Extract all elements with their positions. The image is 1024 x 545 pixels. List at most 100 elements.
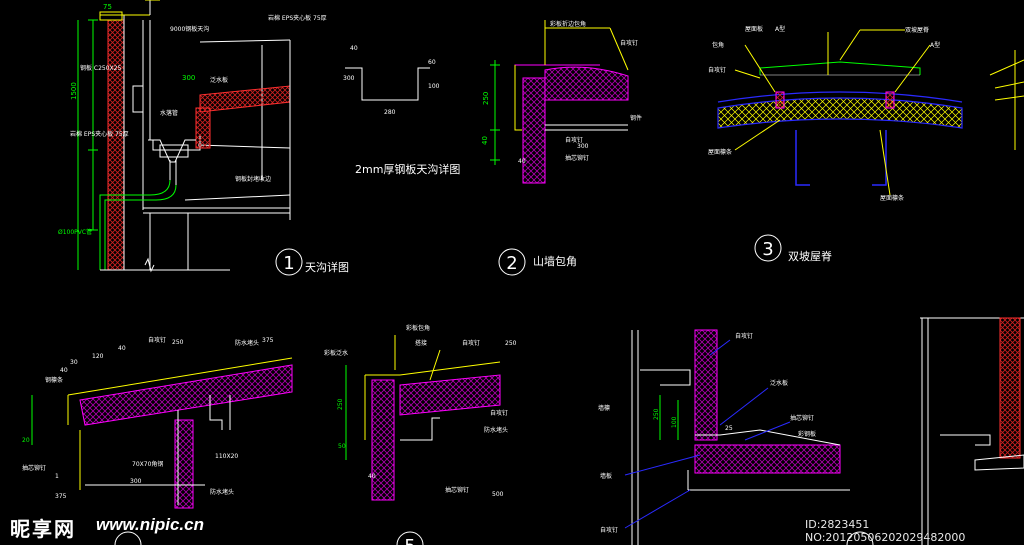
detail-6-label: 墙板: [600, 472, 612, 480]
detail-2-label: 自攻钉: [565, 136, 583, 144]
gutter-dim: 300: [343, 75, 355, 82]
detail-6-dim: 100: [671, 416, 678, 428]
detail-1-label: 水落管: [160, 109, 178, 117]
detail-2-dim: 40: [481, 136, 489, 145]
detail-1-dim-text: 75: [103, 3, 112, 11]
detail-5-dim: 50: [338, 443, 346, 450]
detail-6-dim: 250: [653, 408, 660, 420]
detail-4-label: 防水堵头: [235, 339, 259, 347]
detail-6-label: 自攻钉: [600, 526, 618, 534]
detail-5-dim: 40: [368, 473, 376, 480]
detail-4-dim: 300: [130, 478, 142, 485]
detail-1-label: 钢板封堵收边: [235, 175, 271, 183]
detail-4-dim: 20: [22, 437, 30, 444]
detail-3-roof-panel: [717, 97, 963, 129]
detail-2-label: 钢件: [630, 114, 642, 122]
detail-3-ridge: 屋面板 A型 双坡屋脊 包角 A型 自攻钉 屋面檩条 屋面檩条 3 双坡屋脊: [708, 25, 1024, 263]
detail-2-roof-panel: [544, 66, 629, 101]
detail-4-label: 钢檩条: [45, 376, 63, 384]
detail-1-title: 天沟详图: [305, 260, 349, 274]
detail-6-label: 自攻钉: [735, 332, 753, 340]
gutter-profile: 40 300 60 100 280 2mm厚钢板天沟详图: [343, 45, 460, 176]
detail-1-dim-text: 300: [182, 74, 195, 82]
detail-1-label: 泛水板: [210, 76, 228, 84]
watermark-url: www.nipic.cn: [96, 515, 204, 534]
detail-2-number: 2: [506, 253, 517, 274]
detail-3-label: 自攻钉: [708, 66, 726, 74]
detail-4-dim: 40: [60, 367, 68, 374]
detail-6-label: 泛水板: [770, 379, 788, 387]
detail-4-label: 70X70角钢: [132, 460, 163, 468]
detail-5-label: 抽芯铆钉: [445, 486, 469, 494]
detail-2-dim: 40: [518, 158, 526, 165]
detail-3-label: 屋面檩条: [880, 194, 904, 202]
detail-1-label: 岩棉 EPS夹心板 75厚: [70, 130, 129, 138]
detail-2-wall-panel: [522, 77, 546, 184]
gutter-dim: 100: [428, 83, 440, 90]
detail-1-number: 1: [283, 253, 294, 274]
detail-5-label: 防水堵头: [484, 426, 508, 434]
watermark-logo: 昵享网: [10, 519, 76, 541]
detail-5-gable-eave: 250 40 250 500 50 彩板包角 搭接 自攻钉 自攻钉 抽芯铆钉 防…: [324, 324, 517, 545]
detail-5-label: 彩板泛水: [324, 349, 348, 357]
detail-4-dim: 375: [55, 493, 67, 500]
detail-2-label: 自攻钉: [620, 39, 638, 47]
detail-6-roof-panel: [694, 444, 841, 474]
detail-3-label: A型: [930, 41, 940, 49]
detail-5-wall-panel: [371, 379, 395, 501]
detail-6-label: 彩钢板: [798, 430, 816, 438]
detail-2-title: 山墙包角: [533, 254, 577, 268]
detail-5-label: 自攻钉: [462, 339, 480, 347]
detail-1-label: 岩棉 EPS夹心板 75厚: [268, 14, 327, 22]
watermark-id: ID:2823451 NO:20120506202029482000: [805, 518, 966, 544]
detail-4-dim: 250: [172, 339, 184, 346]
detail-1-label: 9000钢板天沟: [170, 25, 209, 33]
gutter-dim: 40: [350, 45, 358, 52]
detail-2-label: 彩板折边包角: [550, 20, 586, 28]
detail-7-partial: [920, 317, 1024, 545]
detail-4-roof-panel: [79, 364, 293, 426]
detail-2-dim: 250: [482, 92, 490, 105]
detail-5-dim: 250: [505, 340, 517, 347]
gutter-dim: 280: [384, 109, 396, 116]
detail-3-label: A型: [775, 25, 785, 33]
detail-1-roof-panel: [199, 85, 291, 113]
detail-3-number: 3: [762, 239, 773, 260]
detail-1-gutter: 1500 75 300 岩棉 EPS夹心板 75厚 9000钢板天沟 水落管 钢…: [58, 0, 349, 276]
detail-4-dim: 40: [118, 345, 126, 352]
detail-3-label: 双坡屋脊: [905, 26, 929, 34]
detail-6-wall-panel: [694, 329, 718, 441]
gutter-caption: 2mm厚钢板天沟详图: [355, 162, 460, 176]
detail-5-label: 搭接: [415, 339, 427, 347]
detail-4-dim: 375: [262, 337, 274, 344]
detail-6-label: 抽芯铆钉: [790, 414, 814, 422]
detail-5-number: 5: [404, 536, 415, 545]
detail-2-dim: 300: [577, 143, 589, 150]
detail-4-label: 抽芯铆钉: [22, 464, 46, 472]
detail-2-label: 抽芯铆钉: [565, 154, 589, 162]
detail-3-label: 屋面檩条: [708, 148, 732, 156]
detail-5-dim: 250: [337, 398, 344, 410]
detail-4-dim: 30: [70, 359, 78, 366]
detail-4-label: 防水堵头: [210, 488, 234, 496]
detail-5-label: 自攻钉: [490, 409, 508, 417]
gutter-dim: 60: [428, 59, 436, 66]
detail-5-roof-panel: [399, 374, 501, 416]
detail-3-label: 屋面板: [745, 25, 763, 33]
detail-5-label: 彩板包角: [406, 324, 430, 332]
detail-4-label: 自攻钉: [148, 336, 166, 344]
detail-1-label: Ø100PVC管: [58, 228, 92, 236]
detail-2-gable-corner: 250 40 300 40 彩板折边包角 自攻钉 钢件 自攻钉 抽芯铆钉 2 山…: [481, 20, 642, 276]
detail-4-dim: 120: [92, 353, 104, 360]
detail-3-title: 双坡屋脊: [788, 249, 832, 263]
detail-1-label: 钢板 C250X25: [80, 64, 121, 72]
detail-6-label: 墙檩: [598, 404, 610, 412]
detail-3-label: 包角: [712, 41, 724, 49]
detail-1-dim-text: 1500: [70, 82, 78, 100]
detail-4-eave: 40 40 120 30 250 375 300 20 375 1 自攻钉 防水…: [22, 336, 293, 545]
detail-6-wall-junction: 250 100 25 自攻钉 泛水板 墙檩 抽芯铆钉 墙板 自攻钉 彩钢板: [598, 329, 874, 545]
detail-1-wall-panel: [107, 19, 125, 271]
detail-5-dim: 500: [492, 491, 504, 498]
detail-4-dim: 1: [55, 473, 59, 480]
